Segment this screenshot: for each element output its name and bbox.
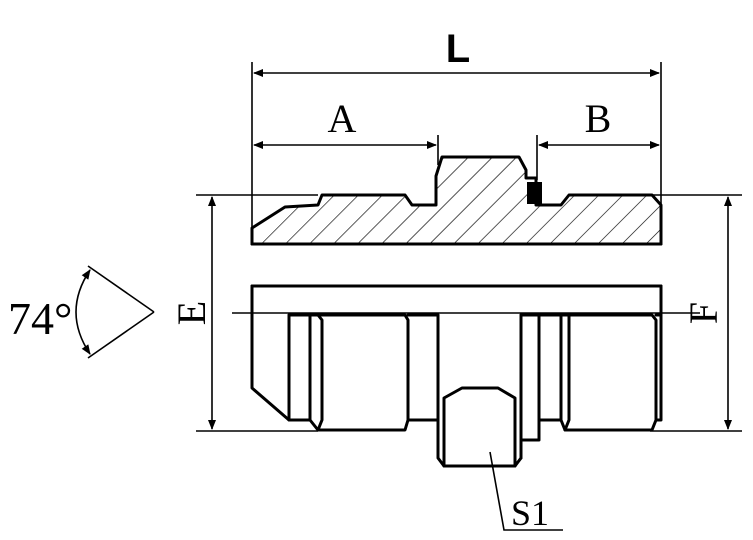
b-label: B bbox=[585, 96, 612, 141]
dimension-f: F bbox=[650, 194, 742, 432]
dimension-e: E bbox=[169, 194, 318, 432]
o-ring bbox=[527, 182, 542, 204]
f-label: F bbox=[681, 302, 726, 324]
e-label: E bbox=[169, 301, 214, 325]
a-label: A bbox=[328, 96, 357, 141]
upper-section bbox=[250, 155, 663, 246]
angle-callout: 74° bbox=[8, 265, 155, 359]
hex-label: S1 bbox=[511, 493, 549, 533]
dimension-b: B bbox=[536, 96, 660, 180]
hex-nut bbox=[436, 313, 523, 468]
dimension-l: L bbox=[251, 27, 662, 245]
hex-callout: S1 bbox=[489, 451, 563, 533]
angle-label: 74° bbox=[8, 293, 72, 344]
lower-body bbox=[250, 284, 663, 468]
dimension-a: A bbox=[253, 96, 439, 165]
length-label: L bbox=[446, 27, 470, 71]
